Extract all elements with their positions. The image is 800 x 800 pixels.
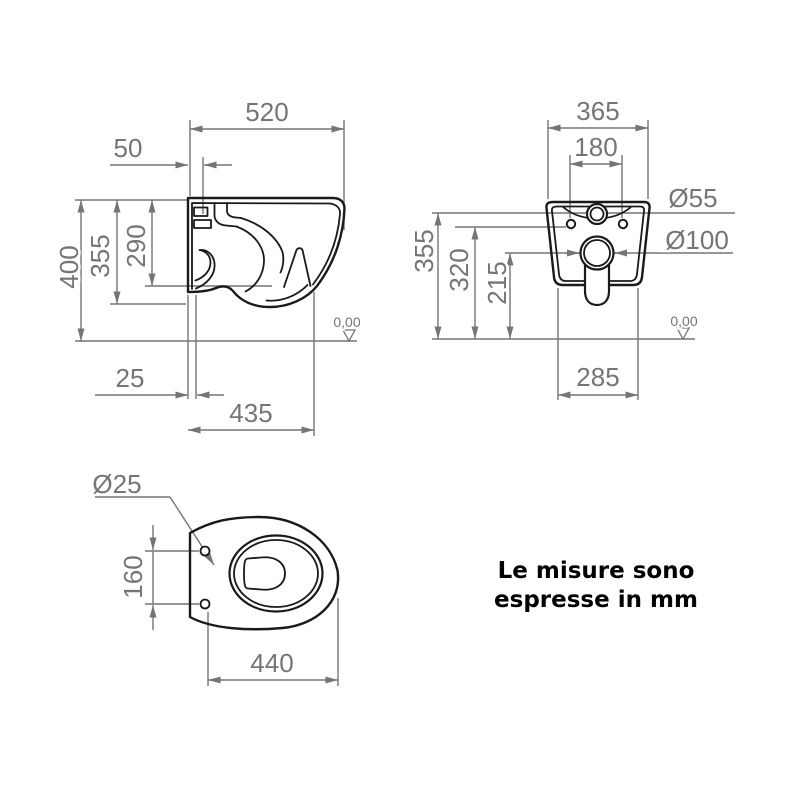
bolt-hole-right <box>617 218 629 230</box>
front-view-drawing <box>545 200 651 307</box>
side-view-drawing <box>186 196 346 309</box>
datum-symbol <box>675 327 691 341</box>
dim-rim-bottom-height-label: 290 <box>121 224 151 267</box>
dim-bowl-length-label: 440 <box>250 648 293 678</box>
top-view: Ø25 160 440 <box>90 467 340 686</box>
top-view-drawing <box>188 515 340 631</box>
side-view: 400 355 290 520 50 25 <box>52 95 363 436</box>
dim-bolt-spacing-label: 160 <box>118 555 148 598</box>
dim-outlet-height-label: 215 <box>482 261 512 304</box>
dim-inlet-height-label: 355 <box>409 229 439 272</box>
front-view: 355 320 215 365 180 Ø55 Ø100 285 0,00 <box>407 94 735 400</box>
measurement-note-line2: espresse in mm <box>494 587 698 613</box>
front-view-dimensions: 355 320 215 365 180 Ø55 Ø100 285 0,00 <box>407 94 731 400</box>
datum-label: 0,00 <box>333 314 360 330</box>
dim-top-width-label: 365 <box>576 96 619 126</box>
bowl-rim-outer <box>228 534 324 613</box>
top-view-dimensions: Ø25 160 440 <box>90 467 339 686</box>
flush-outlet-shape <box>243 556 286 591</box>
dim-inlet-offset-label: 50 <box>114 133 143 163</box>
bowl-rim-inner <box>233 539 319 608</box>
outlet-hole <box>579 235 615 271</box>
dim-outlet-offset-label: 25 <box>116 363 145 393</box>
bolt-hole-bottom <box>199 598 211 610</box>
dim-front-depth-label: 435 <box>229 398 272 428</box>
dim-bottom-width-label: 285 <box>576 362 619 392</box>
dim-inlet-diameter-label: Ø55 <box>668 183 717 213</box>
dim-total-depth-label: 520 <box>245 97 288 127</box>
datum-symbol <box>341 329 357 343</box>
bolt-hole-left <box>565 218 577 230</box>
measurement-note: Le misure sono espresse in mm <box>456 557 736 615</box>
dim-bolt-hole-diameter-label: Ø25 <box>92 469 141 499</box>
datum-label: 0,00 <box>670 313 697 329</box>
dim-total-height-label: 400 <box>54 245 84 288</box>
bolt-hole-top <box>199 545 211 557</box>
dim-outlet-diameter-label: Ø100 <box>665 225 729 255</box>
measurement-note-line1: Le misure sono <box>497 558 695 584</box>
dim-bolt-height-label: 320 <box>444 248 474 291</box>
side-view-dimensions: 400 355 290 520 50 25 <box>52 95 363 436</box>
dim-body-height-label: 355 <box>85 234 115 277</box>
dim-bolt-spacing-label: 180 <box>574 132 617 162</box>
